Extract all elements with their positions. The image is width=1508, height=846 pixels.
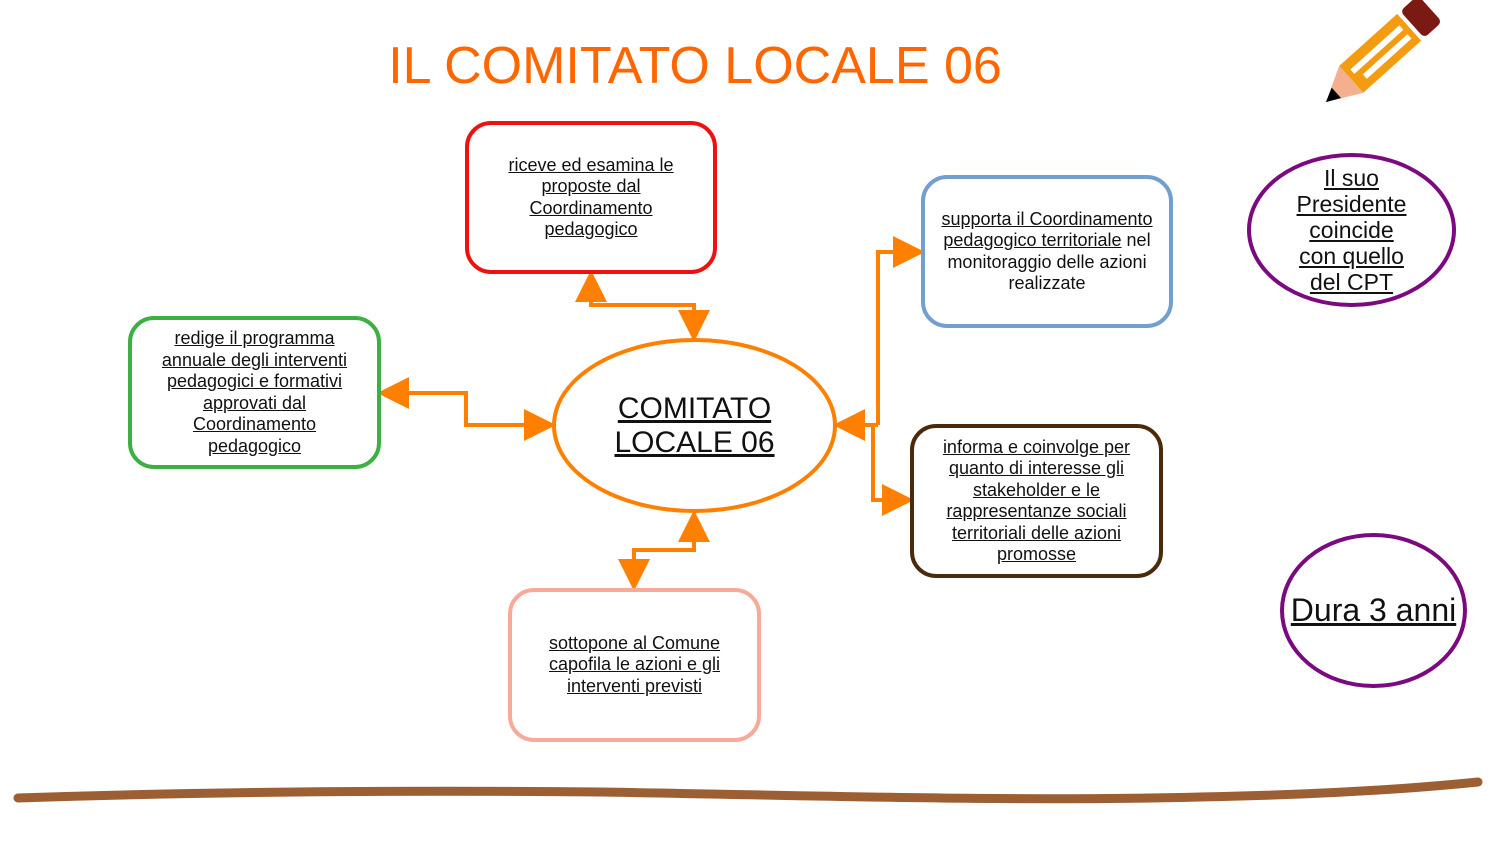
box-text: supporta il Coordinamento pedagogico ter… [939,209,1155,295]
connector-left [377,377,556,441]
center-label-line2: LOCALE 06 [614,425,775,459]
connector-top [575,270,710,342]
duration-text: Dura 3 anni [1290,592,1457,628]
box-text: sottopone al Comune capofila le azioni e… [548,632,721,696]
connector-bottom [618,510,710,591]
pencil-icon [1325,0,1440,103]
box-text: riceve ed esamina le proposte dal Coordi… [508,154,674,240]
box-receives-proposals: riceve ed esamina le proposte dal Coordi… [465,121,717,274]
brown-underline-stroke [13,777,1483,804]
box-text: informa e coinvolge per quanto di intere… [942,436,1131,565]
president-circle: Il suo Presidente coincide con quello de… [1247,153,1456,307]
box-text-plain: nel monitoraggio delle azioni realizzate [947,230,1151,293]
box-text-underlined: supporta il Coordinamento pedagogico ter… [941,208,1153,251]
page-title: IL COMITATO LOCALE 06 [388,37,1002,95]
connector-right-bottom [871,425,914,516]
president-text: Il suo Presidente coincide con quello de… [1296,165,1407,295]
center-ellipse-comitato: COMITATO LOCALE 06 [552,338,837,513]
box-drafts-program: redige il programma annuale degli interv… [128,316,381,469]
box-informs-stakeholders: informa e coinvolge per quanto di intere… [910,424,1163,578]
center-label-line1: COMITATO [617,391,772,425]
box-text: redige il programma annuale degli interv… [161,328,348,456]
box-submits-to-comune: sottopone al Comune capofila le azioni e… [508,588,761,742]
box-supports-coordination: supporta il Coordinamento pedagogico ter… [921,175,1173,328]
duration-circle: Dura 3 anni [1280,533,1467,688]
connector-right-top [876,236,925,425]
